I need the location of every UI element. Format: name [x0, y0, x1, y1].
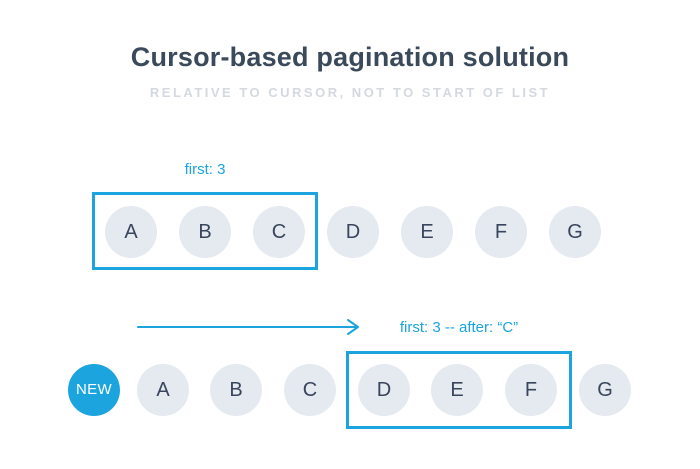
row1-item-g: G [549, 206, 601, 258]
row2-item-g: G [579, 364, 631, 416]
row1-query-label: first: 3 [184, 161, 226, 178]
row2-item-f: F [505, 364, 557, 416]
row2-item-b: B [210, 364, 262, 416]
row2-item-c: C [284, 364, 336, 416]
row1-item-b: B [179, 206, 231, 258]
page-title: Cursor-based pagination solution [130, 42, 570, 72]
row1-item-d: D [327, 206, 379, 258]
row1-selection-box [92, 192, 318, 270]
row2-item-a: A [137, 364, 189, 416]
arrow-right-icon [137, 319, 359, 335]
row1-item-a: A [105, 206, 157, 258]
row1-item-e: E [401, 206, 453, 258]
page-subtitle: RELATIVE TO CURSOR, NOT TO START OF LIST [149, 85, 551, 100]
row1-item-f: F [475, 206, 527, 258]
row2-query-label: first: 3 -- after: “C” [399, 319, 519, 336]
row2-item-e: E [431, 364, 483, 416]
row2-selection-box [346, 351, 572, 429]
row2-item-d: D [358, 364, 410, 416]
row2-item-new: NEW [68, 364, 120, 416]
row1-item-c: C [253, 206, 305, 258]
